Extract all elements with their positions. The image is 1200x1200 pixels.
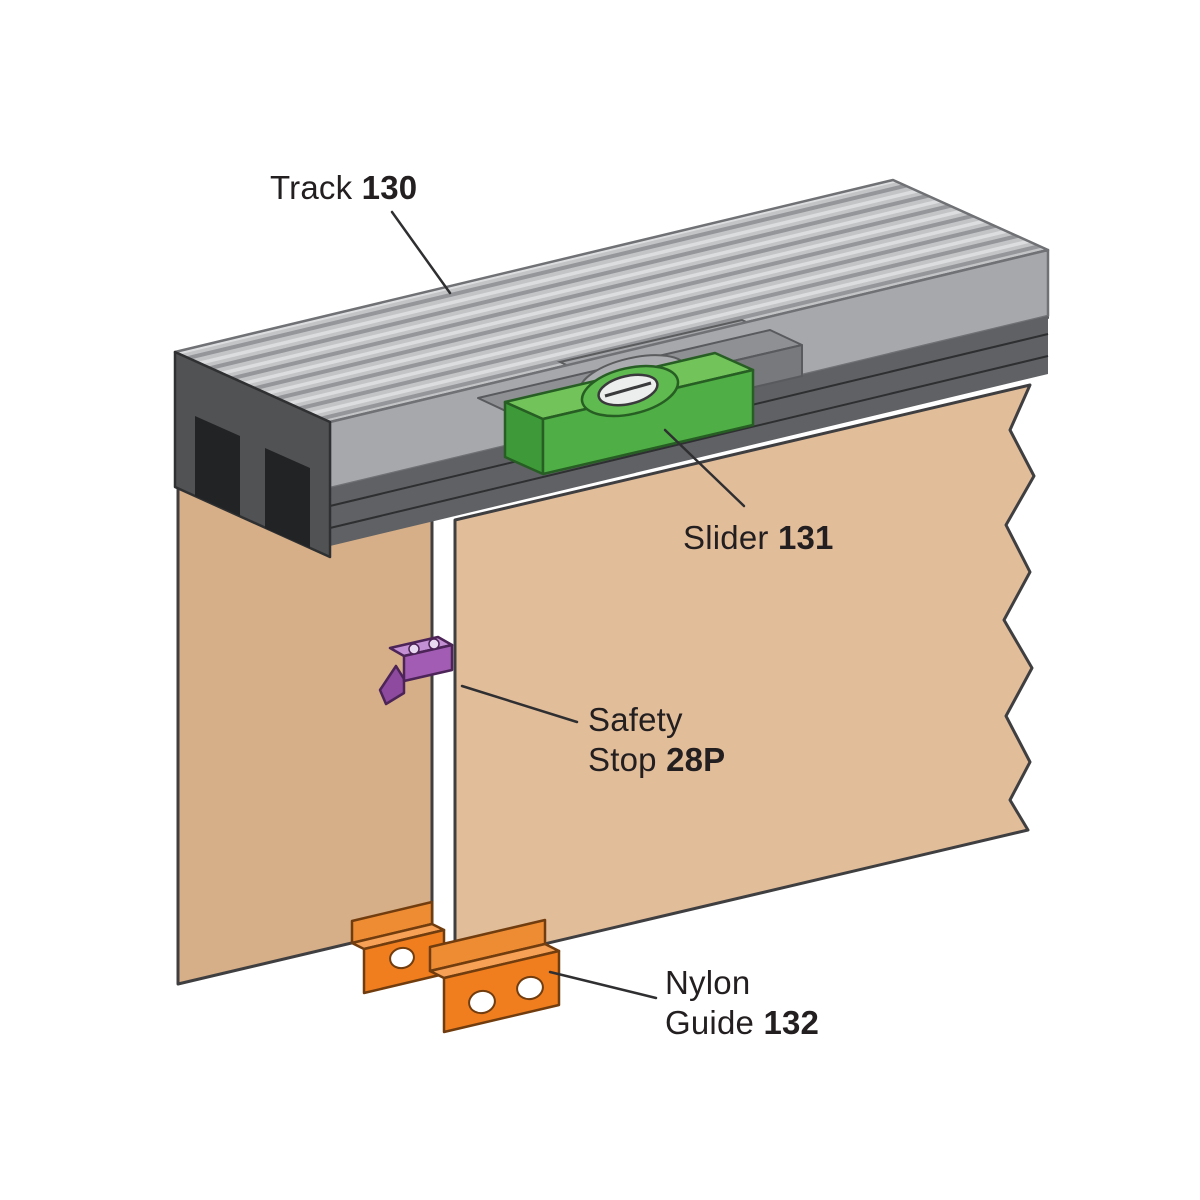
track-rear-channel-opening <box>195 416 240 516</box>
leader-line-slider <box>663 428 746 508</box>
rear-guide-screw-hole-icon <box>389 946 415 970</box>
label-track: Track 130 <box>270 168 417 208</box>
label-nylon-guide: Nylon Guide 132 <box>665 963 819 1044</box>
rear-nylon-guide <box>350 900 446 995</box>
slider-part <box>503 351 755 476</box>
front-nylon-guide <box>428 918 561 1034</box>
track-front-channel-opening <box>265 448 310 548</box>
front-guide-screw-hole-icon <box>516 975 544 1001</box>
front-guide-screw-hole-icon <box>468 989 496 1015</box>
safety-stop-label-name1: Safety <box>588 701 683 738</box>
safety-stop-label-name2: Stop <box>588 741 657 779</box>
slider-label-name: Slider <box>683 519 769 556</box>
nylon-guide-label-name2: Guide <box>665 1004 755 1042</box>
label-slider: Slider 131 <box>683 518 834 558</box>
safety-stop-label-line2: Stop 28P <box>588 740 725 780</box>
slider-label-code: 131 <box>777 519 834 556</box>
label-safety-stop: Safety Stop 28P <box>588 700 725 781</box>
slider-screw-slot <box>604 381 652 398</box>
safety-stop-hole-icon <box>408 643 420 655</box>
nylon-guide-label-line1: Nylon <box>665 963 819 1003</box>
leader-line-track <box>390 210 452 295</box>
nylon-guide-label-code: 132 <box>763 1004 820 1042</box>
nylon-guide-label-name1: Nylon <box>665 964 751 1001</box>
leader-lines <box>390 210 746 1000</box>
safety-stop-hook <box>378 664 406 706</box>
safety-stop-label-code: 28P <box>666 741 726 779</box>
leader-line-nylon-guide <box>548 970 658 1000</box>
safety-stop-hole-icon <box>428 638 440 650</box>
track-label-name: Track <box>270 169 353 206</box>
safety-stop-part <box>378 635 454 706</box>
slider-front-face <box>541 368 755 476</box>
front-guide-front-face <box>442 949 561 1034</box>
leader-line-safety-stop <box>460 684 579 724</box>
track-channel-lip-line <box>329 355 1049 529</box>
front-door-panel <box>453 383 1036 967</box>
safety-stop-label-line1: Safety <box>588 700 725 740</box>
track-label-code: 130 <box>361 169 418 206</box>
nylon-guide-label-line2: Guide 132 <box>665 1003 819 1043</box>
